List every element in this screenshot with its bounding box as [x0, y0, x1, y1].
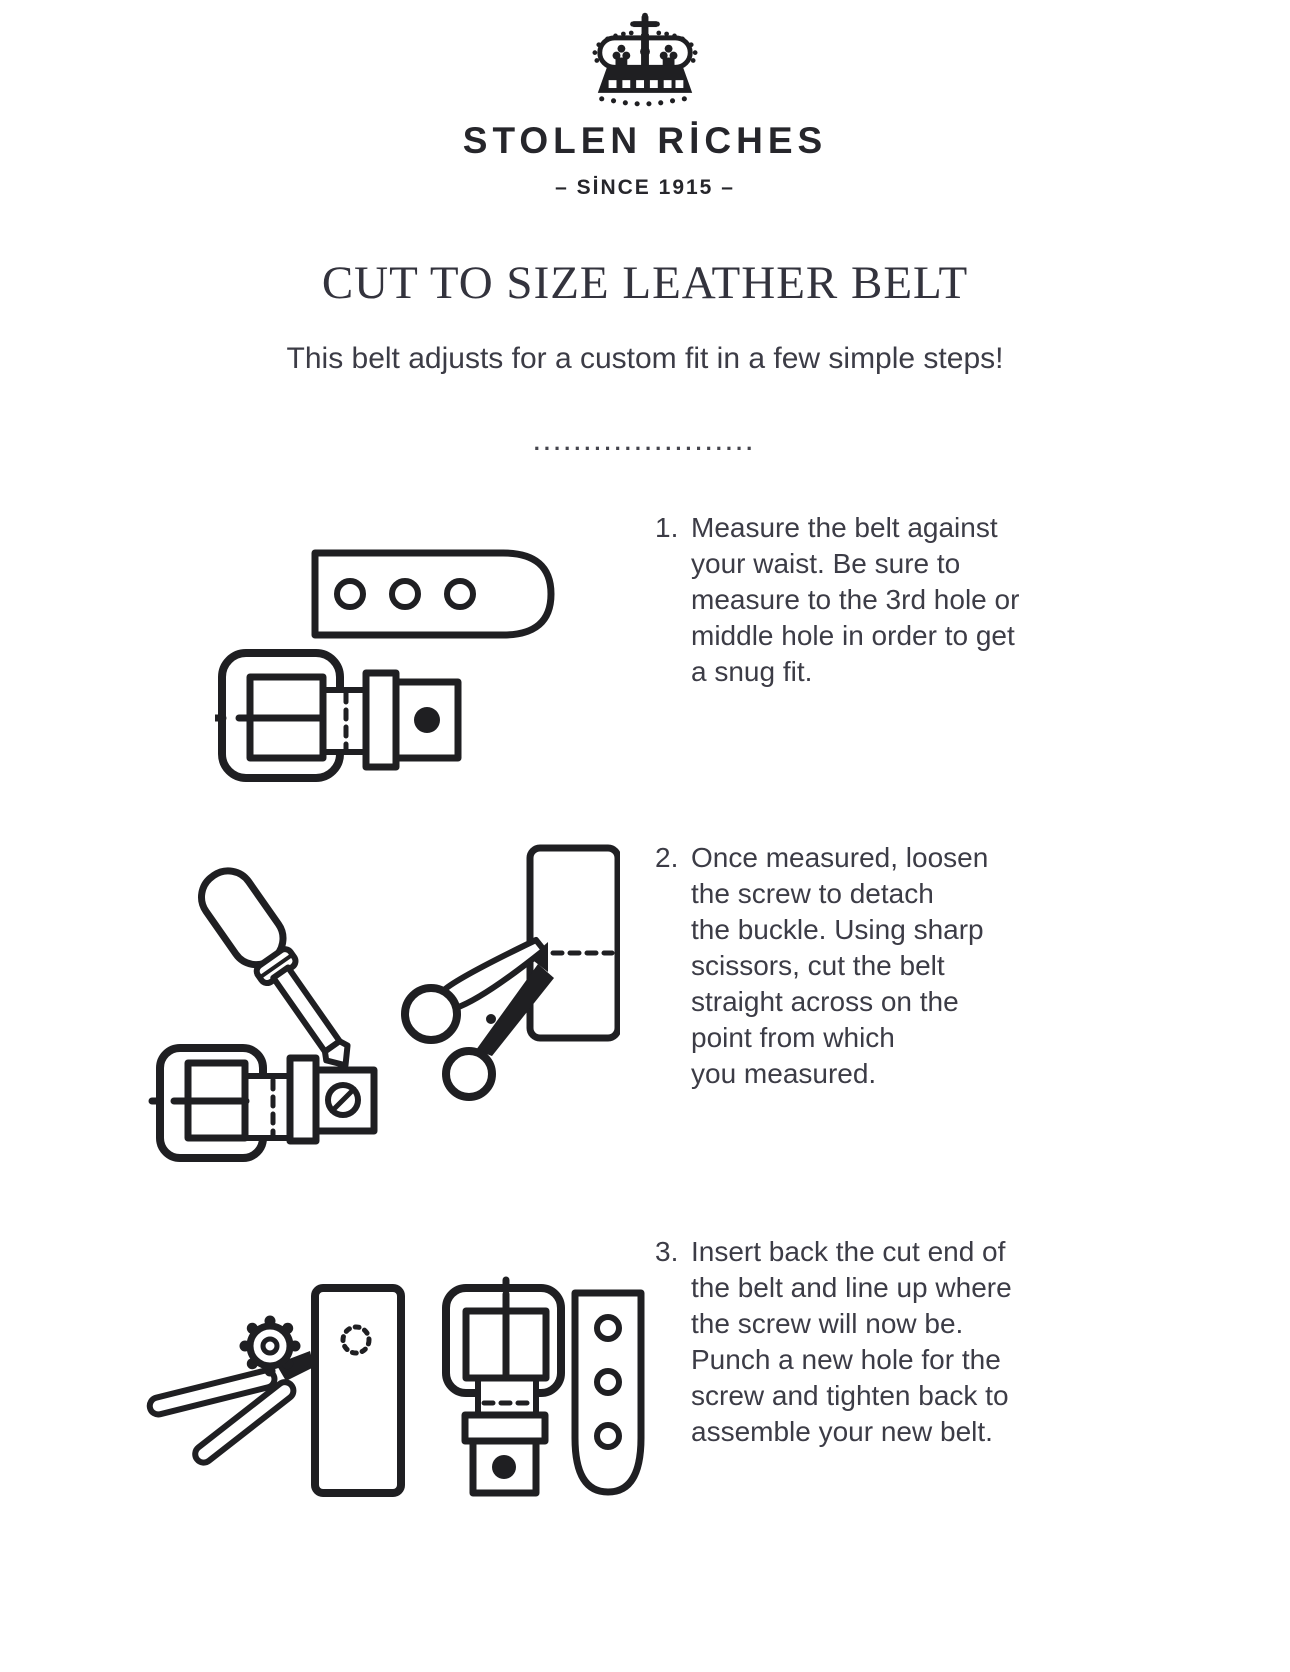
buckle-with-screw-icon [148, 1044, 378, 1162]
step2-text: 2. Once measured, loosen the screw to de… [655, 840, 1115, 1092]
step3-line: the belt and line up where [691, 1272, 1012, 1303]
step1-line: Measure the belt against [691, 512, 998, 543]
step2-line: the screw to detach [691, 878, 934, 909]
belt-tip-icon [311, 549, 555, 639]
punched-hole-marker [340, 1324, 372, 1356]
screw-dot [492, 1455, 516, 1479]
page-subtitle: This belt adjusts for a custom fit in a … [286, 342, 1004, 375]
brand-logo [586, 12, 704, 112]
step3-illustration [118, 1188, 648, 1503]
dotted-divider: ...................... [533, 430, 757, 455]
step3-line: the screw will now be. [691, 1308, 964, 1339]
step3-line: Punch a new hole for the [691, 1344, 1001, 1375]
page-title: CUT TO SIZE LEATHER BELT [321, 257, 969, 309]
crown-icon [592, 12, 698, 107]
step1-illustration [211, 540, 655, 845]
brand-since: – SİNCE 1915 – [555, 176, 735, 199]
step2-line: straight across on the [691, 986, 959, 1017]
step2-line: Once measured, loosen [691, 842, 989, 873]
step2-line: you measured. [691, 1058, 877, 1089]
step1-line: a snug fit. [691, 656, 813, 687]
step2-line: scissors, cut the belt [691, 950, 945, 981]
step2-illustration [140, 836, 622, 1186]
step3-line: Insert back the cut end of [691, 1236, 1006, 1267]
screwdriver-icon [198, 867, 351, 1069]
step3-text: 3. Insert back the cut end of the belt a… [655, 1234, 1115, 1450]
step3-number: 3. [655, 1236, 679, 1267]
hole-punch-icon [146, 1315, 314, 1466]
step2-line: point from which [691, 1022, 895, 1053]
step1-line: middle hole in order to get [691, 620, 1015, 651]
assembled-buckle-icon [442, 1276, 565, 1497]
step3-line: screw and tighten back to [691, 1380, 1009, 1411]
brand-name: STOLEN RİCHES [462, 120, 828, 161]
step3-line: assemble your new belt. [691, 1416, 993, 1447]
step1-text: 1. Measure the belt against your waist. … [655, 510, 1115, 690]
buckle-icon [211, 649, 462, 782]
belt-tip-vertical-icon [571, 1289, 645, 1496]
scissors-icon [401, 937, 554, 1101]
step2-number: 2. [655, 842, 679, 873]
step1-line: measure to the 3rd hole or [691, 584, 1020, 615]
step2-line: the buckle. Using sharp [691, 914, 984, 945]
belt-strap-cut-icon [526, 844, 622, 1042]
screw-dot [414, 707, 440, 733]
step1-line: your waist. Be sure to [691, 548, 961, 579]
step1-number: 1. [655, 512, 679, 543]
strap-with-new-hole-icon [311, 1284, 405, 1497]
